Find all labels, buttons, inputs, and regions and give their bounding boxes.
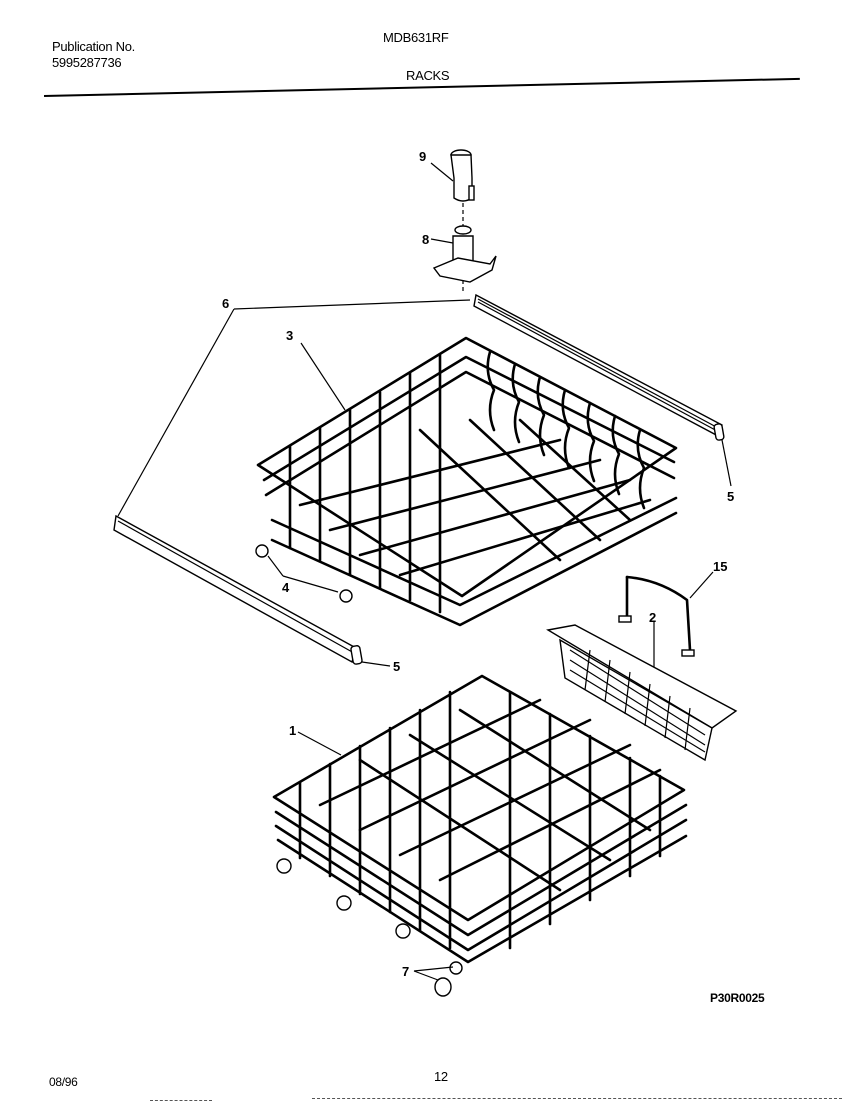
section-title: RACKS (406, 68, 450, 83)
callout-6: 6 (222, 296, 230, 311)
callout-5-lower: 5 (393, 659, 401, 674)
basket-handle-icon (618, 571, 714, 657)
nozzle-mount-icon (430, 225, 497, 292)
publication-label: Publication No. (52, 39, 135, 54)
lower-rack-icon (272, 674, 688, 997)
callout-8: 8 (422, 232, 430, 247)
callout-4: 4 (282, 580, 290, 595)
model-number: MDB631RF (383, 30, 449, 45)
nozzle-tube-icon (430, 149, 475, 226)
upper-rack-icon (255, 336, 678, 627)
page-number: 12 (434, 1069, 448, 1084)
callout-9: 9 (419, 149, 427, 164)
callout-2: 2 (649, 610, 657, 625)
footer-date: 08/96 (49, 1075, 78, 1089)
rail-top-icon (473, 293, 725, 441)
publication-number: 5995287736 (52, 55, 122, 70)
callout-7: 7 (402, 964, 410, 979)
diagram-id: P30R0025 (710, 991, 765, 1005)
callout-15: 15 (713, 559, 728, 574)
silverware-basket-icon (546, 622, 738, 762)
callout-3: 3 (286, 328, 294, 343)
footer-rule-right (312, 1098, 842, 1099)
footer-rule-left (150, 1100, 212, 1101)
rail-bottom-icon (113, 514, 363, 665)
callout-1: 1 (289, 723, 297, 738)
callout-5-upper: 5 (727, 489, 735, 504)
